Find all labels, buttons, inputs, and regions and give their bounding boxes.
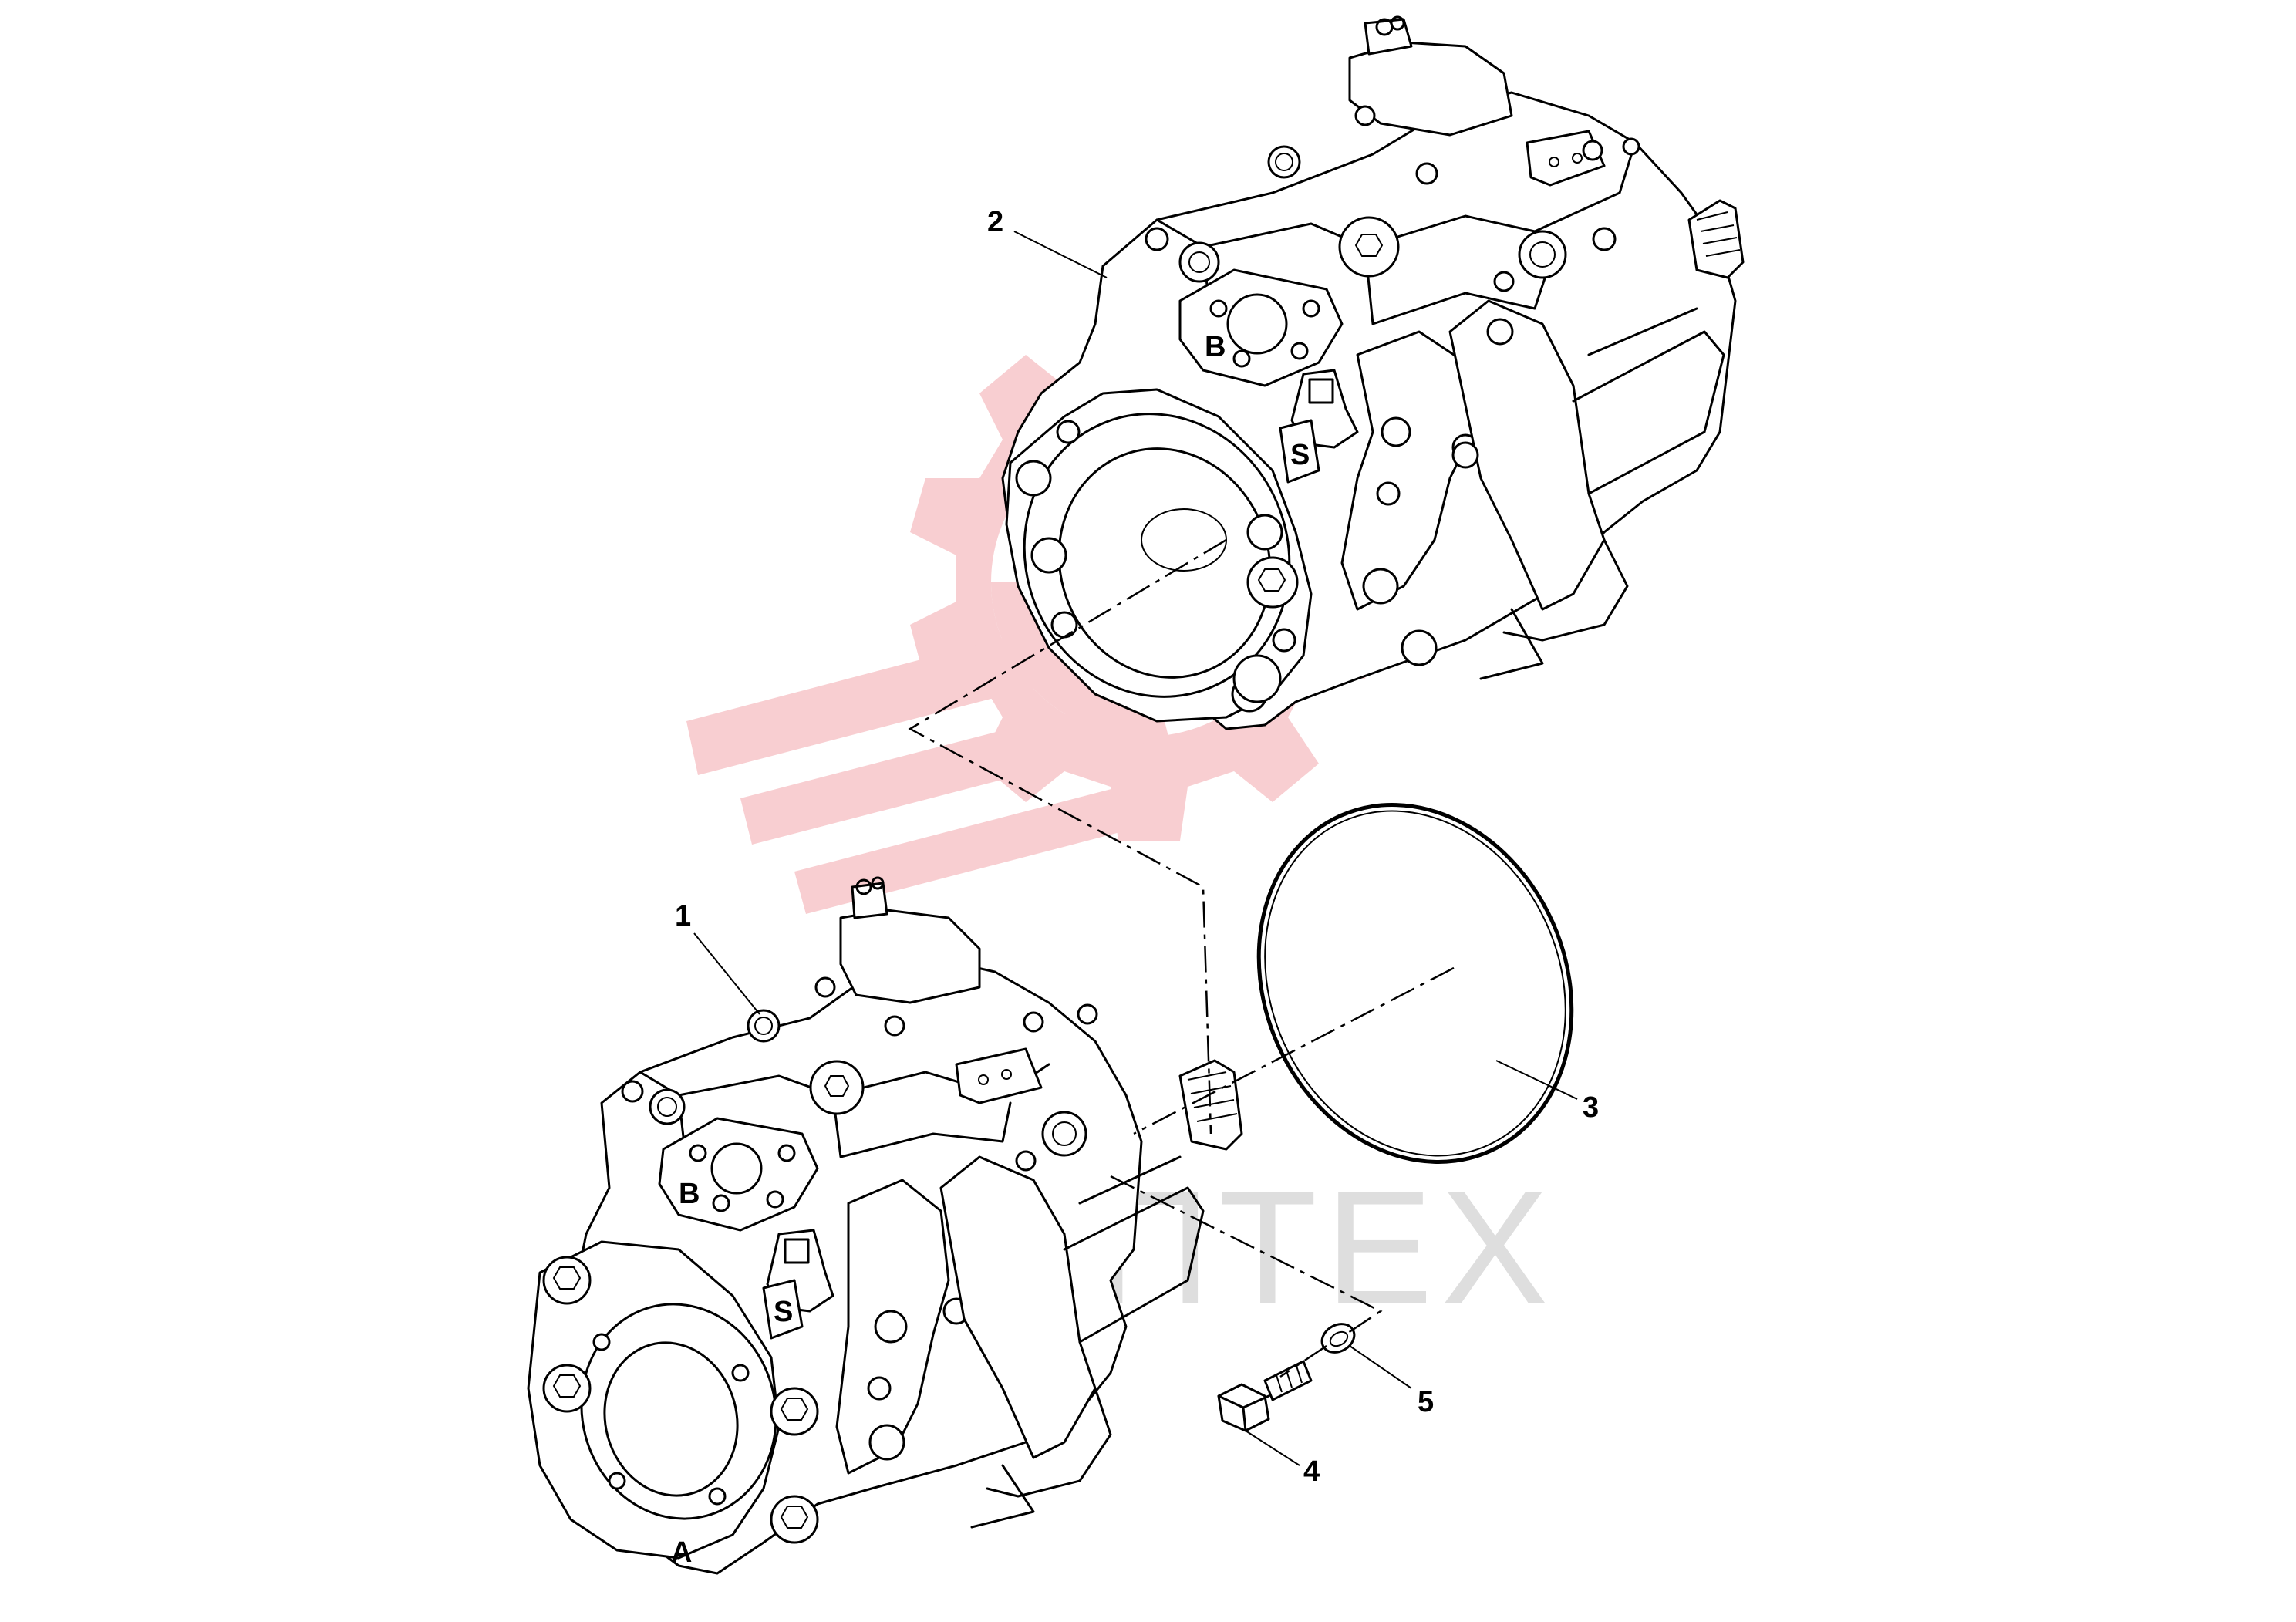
callout-3: 3 bbox=[1495, 1060, 1599, 1124]
callout-5: 5 bbox=[1349, 1345, 1434, 1418]
callout-label-2: 2 bbox=[987, 206, 1003, 238]
callout-label-3: 3 bbox=[1583, 1091, 1599, 1124]
pump-assembly-upper: B S bbox=[1001, 15, 1745, 730]
o-ring bbox=[1256, 803, 1574, 1164]
port-a-marking-lower: A bbox=[671, 1536, 692, 1569]
pump-assembly-lower: B S A bbox=[527, 876, 1243, 1575]
port-b-marking-lower: B bbox=[679, 1178, 700, 1210]
port-b-marking-upper: B bbox=[1205, 331, 1226, 363]
callout-label-1: 1 bbox=[675, 900, 691, 932]
callout-1: 1 bbox=[675, 900, 760, 1015]
assembly-center-lines bbox=[908, 538, 1455, 1378]
port-s-marking-lower: S bbox=[774, 1296, 793, 1328]
port-s-marking-upper: S bbox=[1290, 439, 1310, 471]
callout-label-5: 5 bbox=[1418, 1386, 1434, 1418]
callout-label-4: 4 bbox=[1303, 1455, 1320, 1488]
hex-bolt bbox=[1217, 1360, 1313, 1432]
callout-2: 2 bbox=[987, 206, 1108, 278]
callout-4: 4 bbox=[1245, 1430, 1320, 1488]
